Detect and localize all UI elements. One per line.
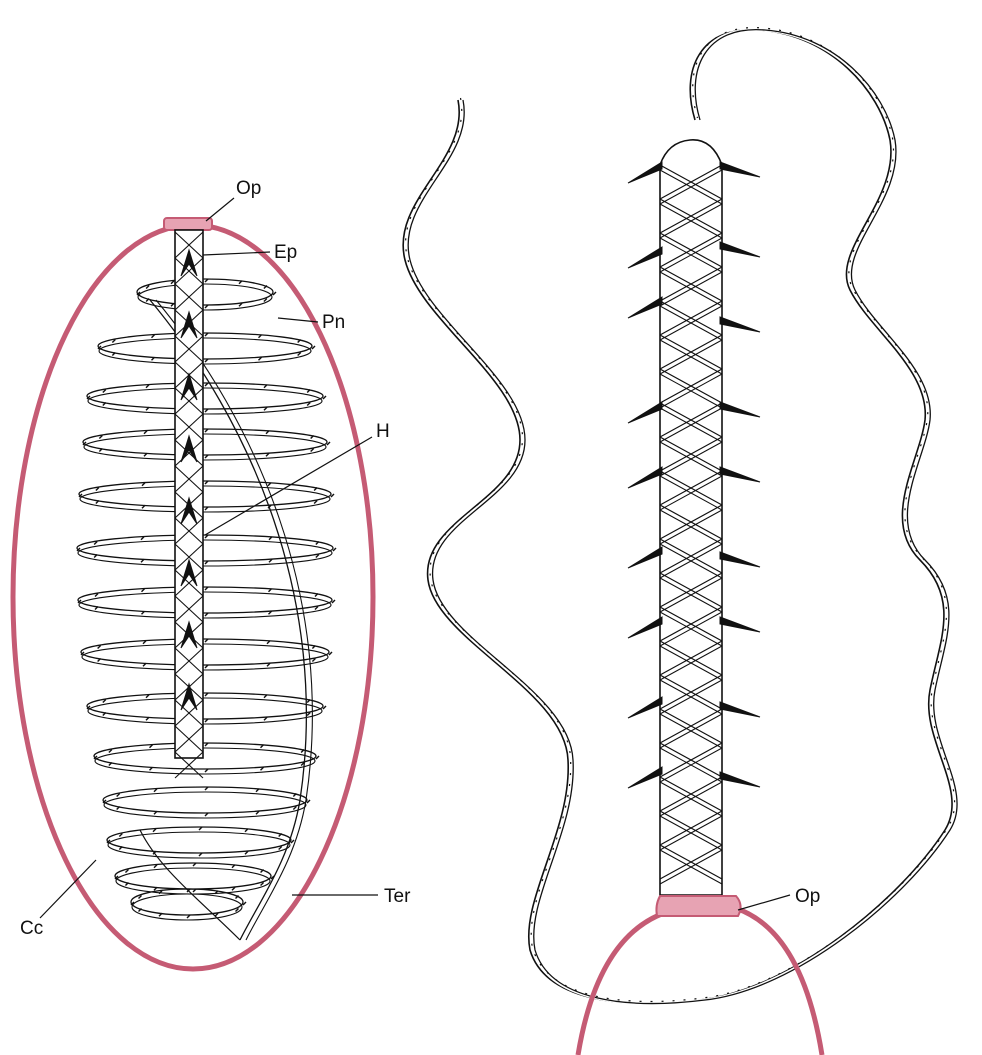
discharged-shaft: [628, 140, 760, 895]
thread-coil: [98, 333, 312, 359]
thread-coil-inner: [108, 832, 290, 858]
thread-coil-inner: [104, 792, 306, 818]
thread-coil: [79, 481, 331, 507]
spine: [628, 402, 662, 423]
thread-coil: [94, 743, 316, 769]
spine: [628, 297, 662, 318]
thread-coil: [77, 535, 333, 561]
thread-coil-inner: [88, 698, 322, 724]
label-cc: Cc: [20, 918, 43, 939]
thread-coil-inner: [116, 868, 270, 894]
spine: [628, 617, 662, 638]
spine: [628, 162, 662, 183]
operculum-right: [656, 896, 740, 916]
thread-coil: [131, 889, 243, 915]
thread-coil-inner: [138, 284, 272, 310]
thread-coil-inner: [84, 434, 326, 460]
spine: [628, 767, 662, 788]
spine: [628, 697, 662, 718]
spine: [628, 467, 662, 488]
thread-coil: [115, 863, 271, 889]
thread-coil-inner: [95, 748, 315, 774]
thread-coil: [81, 639, 329, 665]
thread-coil-inner: [80, 486, 330, 512]
thread-coil: [87, 693, 323, 719]
thread-coil-inner: [79, 592, 331, 618]
spine: [720, 162, 760, 177]
leader-op-left: [206, 198, 234, 221]
thread-end: [140, 830, 240, 940]
thread-coil-inner: [88, 388, 322, 414]
leader-op-right: [738, 895, 790, 910]
thread-coil: [83, 429, 327, 455]
spine: [720, 617, 760, 632]
discharged-nematocyst: [403, 28, 957, 1055]
label-op-right: Op: [795, 886, 820, 907]
thread-coil: [87, 383, 323, 409]
spine: [720, 467, 760, 482]
thread-coil-inner: [82, 644, 328, 670]
thread-coil-inner: [78, 540, 332, 566]
spine: [720, 242, 760, 257]
label-op-left: Op: [236, 178, 261, 199]
spine: [720, 772, 760, 787]
thread-coil-inner: [132, 894, 242, 920]
undischarged-nematocyst: [13, 218, 373, 969]
spine: [720, 402, 760, 417]
label-h: H: [376, 421, 390, 442]
discharged-capsule-wall: [578, 908, 822, 1055]
spine: [628, 247, 662, 268]
operculum-left: [164, 218, 212, 230]
label-ep: Ep: [274, 242, 297, 263]
spine: [628, 547, 662, 568]
spine: [720, 702, 760, 717]
spine: [720, 552, 760, 567]
coil-barb: [139, 896, 142, 899]
everted-shaft: [175, 230, 203, 778]
thread-pass: [150, 300, 306, 940]
thread-coil-inner: [99, 338, 311, 364]
coiled-thread: [77, 279, 336, 940]
label-ter: Ter: [384, 886, 411, 907]
thread-coil: [103, 787, 307, 813]
spine: [720, 317, 760, 332]
label-pn: Pn: [322, 312, 345, 333]
thread-coil: [107, 827, 291, 853]
